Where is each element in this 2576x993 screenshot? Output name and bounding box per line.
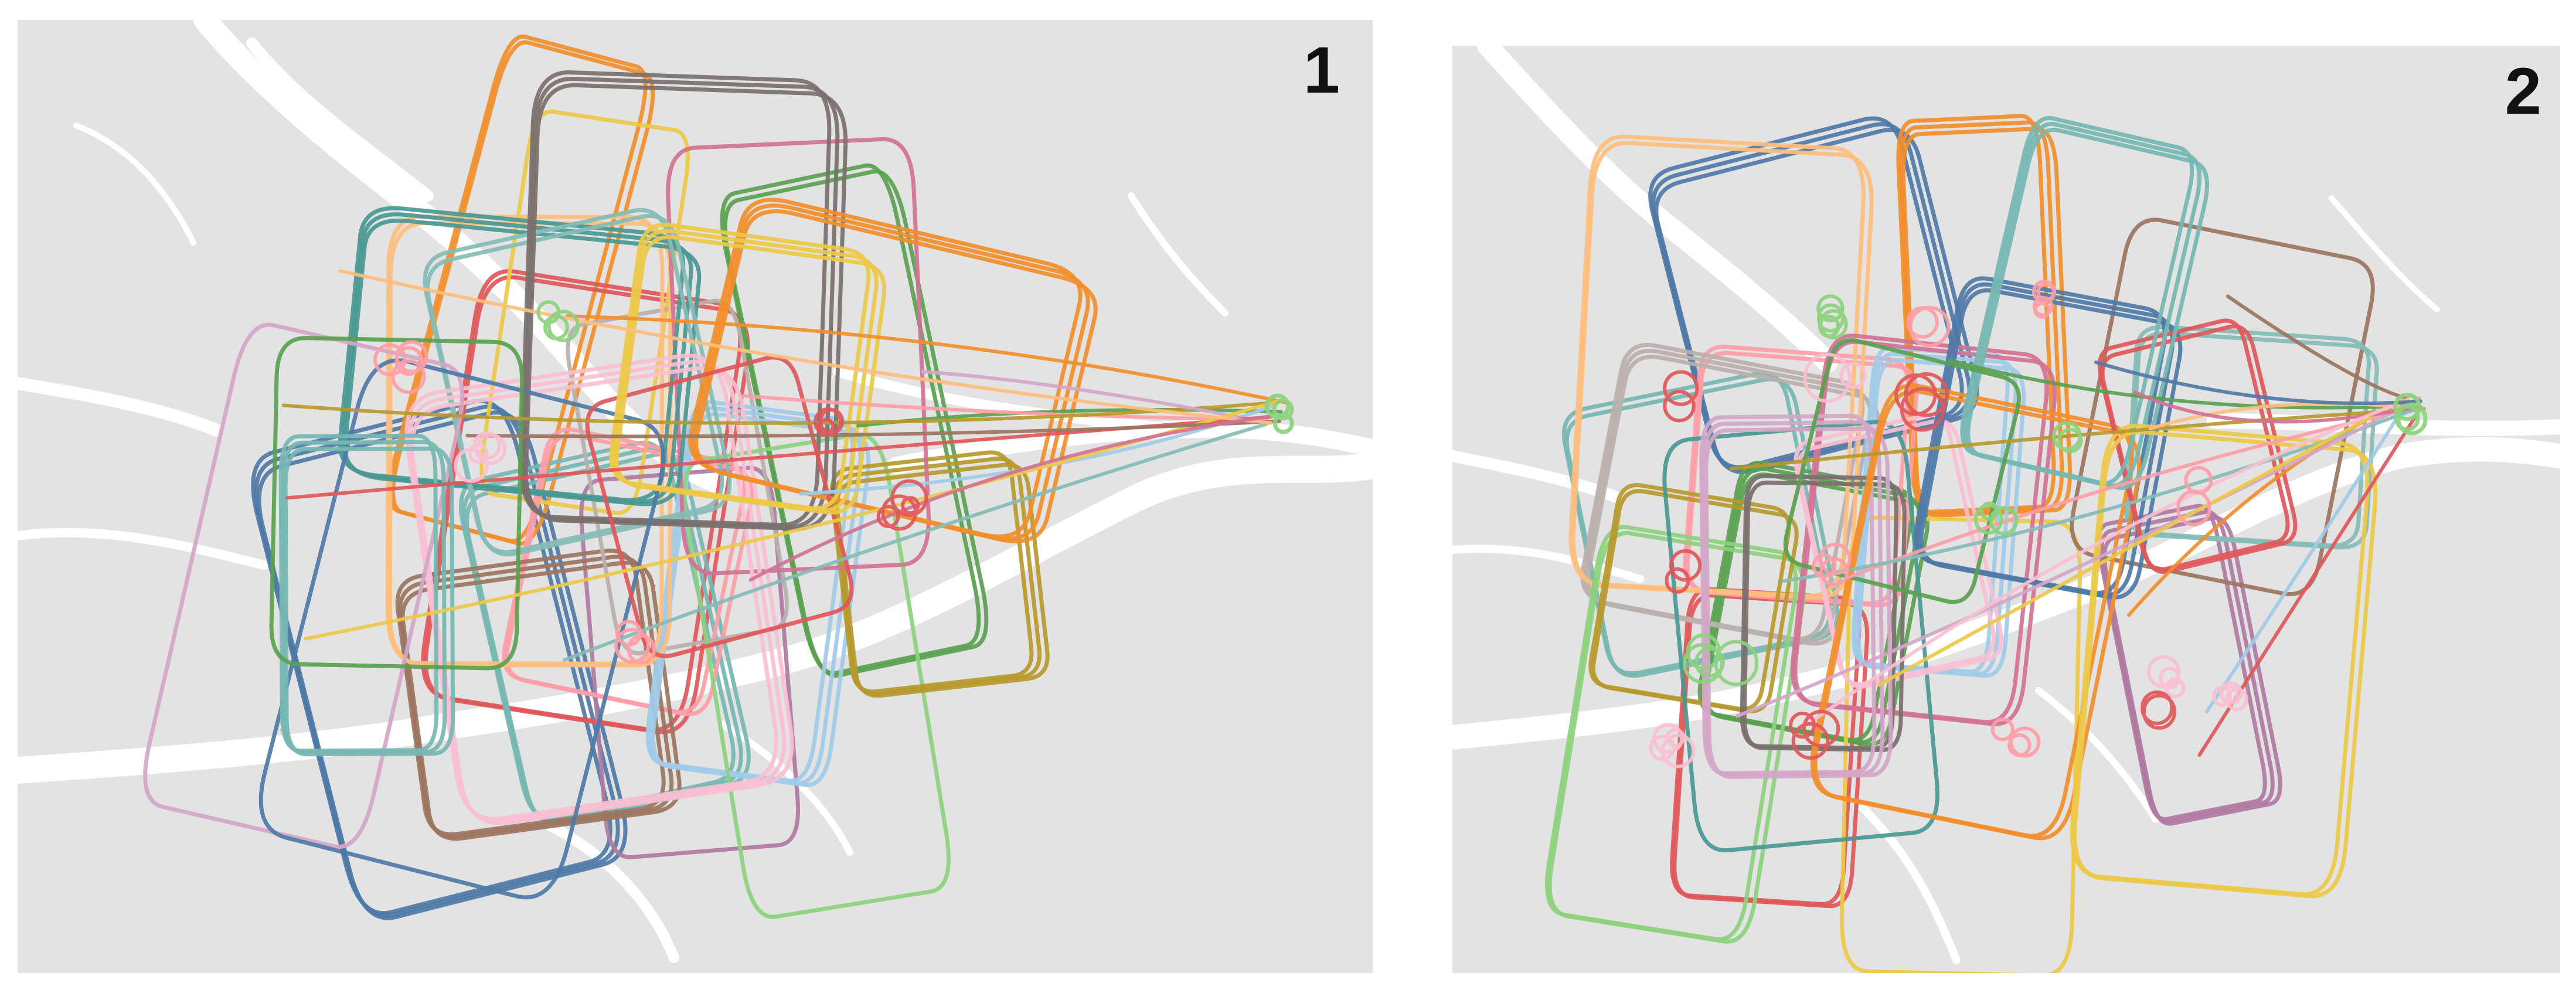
flight-track-82 (1682, 633, 1758, 686)
flight-track-26 (682, 432, 951, 919)
flight-track-83 (1649, 723, 1696, 768)
flight-track-73 (1906, 305, 1951, 348)
flight-track-55 (1783, 338, 2021, 604)
flight-track-63 (1781, 407, 2419, 583)
flight-track-57 (741, 394, 1268, 421)
flight-tracks (1544, 114, 2428, 973)
flight-track-62 (1729, 407, 2426, 471)
flight-track-32 (1591, 489, 1799, 713)
flight-track-70 (1811, 397, 2410, 723)
flight-track-72 (1894, 372, 1949, 432)
flight-track-47 (1919, 288, 2183, 600)
flight-track-80 (2141, 690, 2176, 730)
flight-track-55 (565, 314, 1289, 405)
flight-track-20 (2070, 217, 2375, 596)
flight-track-77 (1812, 542, 1852, 587)
flight-track-53 (1963, 121, 2202, 488)
flight-track-64 (1735, 396, 2421, 718)
flight-track-72 (373, 340, 428, 394)
map-canvas-2 (1452, 46, 2560, 973)
flight-track-35 (426, 213, 732, 557)
flight-track-51 (2100, 324, 2298, 574)
flight-track-61 (2205, 404, 2406, 713)
flight-track-60 (1845, 405, 2423, 580)
flight-track-44 (1704, 426, 1893, 779)
flight-track-59 (281, 400, 1280, 425)
flight-track-68 (2148, 402, 2421, 431)
flight-track-64 (465, 419, 1281, 438)
flight-track-34 (1793, 339, 2057, 726)
flight-track-73 (1264, 393, 1294, 434)
flight-track-89 (1990, 717, 2041, 758)
flight-track-81 (2176, 465, 2213, 526)
flight-track-74 (1816, 294, 1848, 339)
panel-number-label: 1 (1303, 33, 1340, 107)
flight-track-17 (2102, 515, 2282, 826)
flight-track-33 (343, 218, 702, 506)
map-canvas-1 (18, 20, 1373, 963)
flight-track-46 (694, 209, 1098, 543)
flight-track-12 (723, 169, 989, 678)
flight-track-30 (666, 137, 931, 576)
flight-track-61 (920, 370, 1271, 425)
river-network (18, 20, 1373, 963)
flight-track-54 (614, 234, 887, 515)
flight-track-67 (2225, 294, 2408, 400)
map-panel-1: 1 (18, 20, 1373, 973)
flight-track-66 (1877, 396, 2408, 687)
flight-track-76 (1789, 709, 1840, 760)
flight-track-78 (1974, 501, 2019, 536)
flight-track-47 (585, 355, 854, 658)
flight-track-35 (1662, 420, 1939, 853)
flight-track-60 (562, 422, 1268, 662)
flight-track-51 (269, 336, 525, 671)
flight-track-71 (2094, 361, 2422, 405)
flight-track-79 (2147, 655, 2186, 699)
flight-track-50 (283, 446, 455, 757)
flight-track-90 (2393, 392, 2428, 436)
flight-track-84 (1665, 549, 1702, 594)
flight-track-69 (536, 300, 580, 342)
flight-track-54 (1966, 127, 2210, 490)
flight-tracks (143, 34, 1294, 920)
panel-number-label: 2 (2504, 55, 2541, 128)
flight-track-75 (2212, 681, 2248, 711)
flight-track-70 (454, 431, 507, 483)
flight-track-38 (410, 365, 794, 826)
flight-track-66 (748, 414, 1272, 582)
flight-track-88 (1663, 370, 1699, 423)
flight-track-19 (400, 560, 682, 841)
flight-track-86 (2052, 421, 2083, 454)
flight-track-42 (143, 322, 465, 849)
flight-track-56 (2070, 423, 2370, 896)
flight-track-85 (2031, 280, 2057, 319)
flight-track-67 (876, 479, 928, 531)
flight-track-87 (1803, 352, 1867, 403)
flight-track-43 (258, 358, 665, 900)
flight-track-57 (2073, 430, 2378, 899)
map-panel-2: 2 (1452, 46, 2560, 973)
flight-track-68 (614, 620, 656, 665)
flight-track-71 (814, 407, 844, 436)
flight-track-65 (338, 269, 1272, 425)
flight-track-41 (523, 83, 848, 531)
flight-track-59 (1948, 358, 2407, 410)
flight-track-41 (1742, 480, 1907, 753)
flight-track-30 (1547, 530, 1806, 944)
